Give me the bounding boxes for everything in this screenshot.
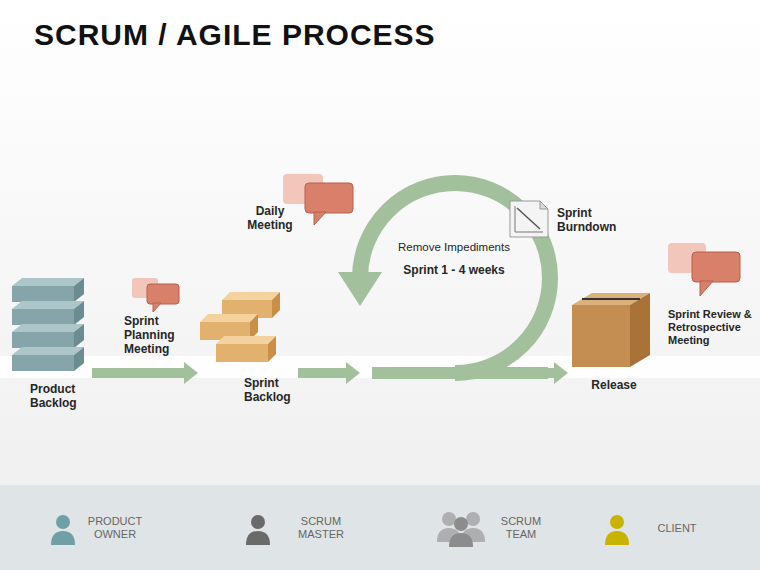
person-head <box>442 512 456 526</box>
person-head <box>251 515 265 529</box>
role-icon <box>602 508 634 548</box>
role-icon <box>243 508 275 548</box>
person-body <box>246 531 270 545</box>
person-head <box>56 515 70 529</box>
process-step: Daily Meeting <box>238 170 360 234</box>
person-body <box>605 531 629 545</box>
role-icon <box>48 508 80 548</box>
arrow-shaft <box>92 368 186 378</box>
review-bubbles <box>668 243 740 296</box>
process-step: Product Backlog <box>6 270 92 412</box>
daily-bubbles <box>283 174 353 225</box>
step-label: Remove Impediments <box>360 241 548 255</box>
ground-band <box>0 356 760 378</box>
role-icon <box>434 508 490 548</box>
sprint-loop <box>338 183 550 373</box>
flow-arrow <box>298 362 360 384</box>
process-step: Remove ImpedimentsSprint 1 - 4 weeks <box>360 185 548 335</box>
backlog-stack <box>12 278 84 371</box>
legend-label: PRODUCT OWNER <box>84 515 146 541</box>
person-body <box>51 531 75 545</box>
step-label: Sprint Backlog <box>244 376 298 404</box>
process-step: Sprint Planning Meeting <box>120 274 192 358</box>
person-body <box>449 533 473 547</box>
flow-arrow <box>548 362 568 384</box>
process-step: Sprint Review & Retrospective Meeting <box>664 240 756 366</box>
step-label: Sprint Planning Meeting <box>124 314 188 356</box>
flow-arrow <box>92 362 198 384</box>
step-label: Product Backlog <box>30 382 90 410</box>
step-label: Sprint Review & Retrospective Meeting <box>668 308 754 347</box>
process-step: Sprint Burndown <box>505 198 635 240</box>
step-label: Release <box>568 378 660 392</box>
legend-label: SCRUM MASTER <box>290 515 352 541</box>
person-head <box>466 512 480 526</box>
sprint-backlog-bricks <box>200 292 280 362</box>
step-label: Daily Meeting <box>240 204 300 232</box>
arrow-head <box>346 362 360 384</box>
legend-label: SCRUM TEAM <box>490 515 552 541</box>
person-head <box>610 515 624 529</box>
person-head <box>454 517 468 531</box>
arrow-head <box>184 362 198 384</box>
release-box <box>572 293 650 367</box>
planning-bubbles <box>132 278 179 312</box>
process-step: Sprint Backlog <box>198 288 298 408</box>
step-label: Sprint Burndown <box>557 206 633 234</box>
step-label: Sprint 1 - 4 weeks <box>360 263 548 277</box>
arrow-head <box>554 362 568 384</box>
footer-bar <box>0 485 760 570</box>
arrow-shaft <box>298 368 348 378</box>
legend-label: CLIENT <box>646 522 708 535</box>
burndown-chart <box>510 201 548 237</box>
title: SCRUM / AGILE PROCESS <box>34 18 436 52</box>
process-step: Release <box>568 290 660 400</box>
